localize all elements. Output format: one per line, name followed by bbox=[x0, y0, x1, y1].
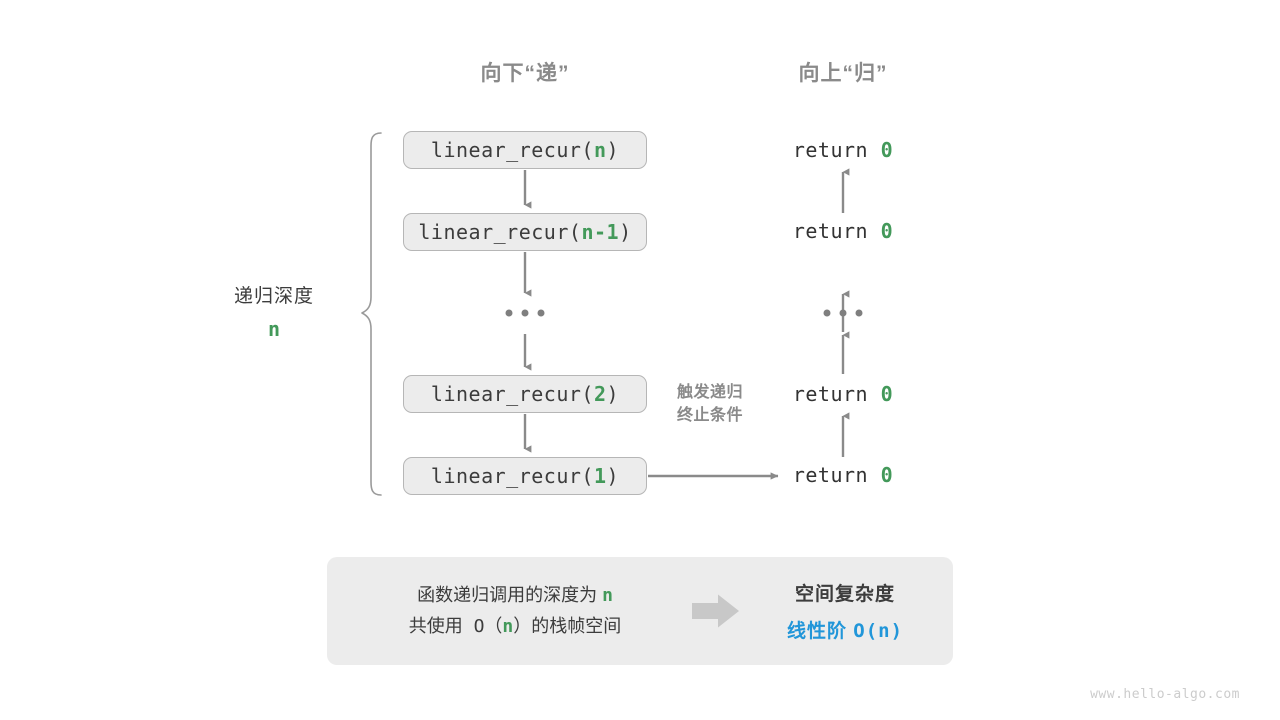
return-keyword: return bbox=[792, 382, 881, 406]
call-frame-box: linear_recur(n) bbox=[403, 131, 647, 169]
summary-line-2: 共使用 O（n）的栈帧空间 bbox=[353, 611, 677, 643]
recursion-depth-text: 递归深度 bbox=[233, 286, 315, 307]
summary-description: 函数递归调用的深度为 n 共使用 O（n）的栈帧空间 bbox=[327, 580, 677, 643]
call-frame-box: linear_recur(1) bbox=[403, 457, 647, 495]
summary-arrow-wrap bbox=[677, 594, 755, 628]
call-frame-prefix: linear_recur( bbox=[430, 382, 594, 406]
summary-line1-text: 函数递归调用的深度为 bbox=[417, 584, 603, 605]
call-frame-arg: 1 bbox=[593, 464, 607, 488]
base-case-note-line2: 终止条件 bbox=[676, 407, 744, 425]
summary-line-1: 函数递归调用的深度为 n bbox=[353, 580, 677, 612]
call-frame-prefix: linear_recur( bbox=[430, 464, 594, 488]
space-complexity-title: 空间复杂度 bbox=[794, 584, 895, 605]
return-value: 0 bbox=[880, 382, 894, 406]
summary-result: 空间复杂度 线性阶 O(n) bbox=[755, 579, 953, 643]
summary-line2-prefix: 共使用 O（ bbox=[408, 616, 503, 637]
complexity-order-expr: O(n) bbox=[853, 620, 904, 642]
call-frame-suffix: ) bbox=[606, 138, 620, 162]
column-header-recurse: 向下“递” bbox=[480, 62, 570, 85]
return-keyword: return bbox=[792, 463, 881, 487]
call-frame-suffix: ) bbox=[619, 220, 632, 244]
call-frame-box: linear_recur(n-1) bbox=[403, 213, 647, 251]
return-value: 0 bbox=[880, 219, 894, 243]
column-header-return: 向上“归” bbox=[798, 62, 888, 85]
call-frame-prefix: linear_recur( bbox=[430, 138, 594, 162]
return-value: 0 bbox=[880, 463, 894, 487]
return-keyword: return bbox=[792, 219, 881, 243]
summary-line1-highlight: n bbox=[602, 584, 613, 606]
call-frame-prefix: linear_recur( bbox=[418, 220, 582, 244]
recursion-depth-brace bbox=[361, 132, 382, 496]
return-label: return 0 bbox=[793, 138, 893, 162]
call-frame-arg: n-1 bbox=[581, 220, 620, 244]
recursion-depth-label: 递归深度 n bbox=[234, 281, 314, 341]
call-frame-suffix: ) bbox=[606, 382, 620, 406]
base-case-note: 触发递归 终止条件 bbox=[677, 381, 743, 427]
call-frame-suffix: ) bbox=[606, 464, 620, 488]
call-frame-arg: 2 bbox=[593, 382, 607, 406]
complexity-order-label: 线性阶 bbox=[786, 621, 854, 642]
summary-line2-suffix: ）的栈帧空间 bbox=[513, 616, 622, 636]
space-complexity-value: 线性阶 O(n) bbox=[755, 616, 935, 643]
base-case-note-line1: 触发递归 bbox=[676, 384, 744, 401]
return-keyword: return bbox=[792, 138, 881, 162]
return-label: return 0 bbox=[793, 219, 893, 243]
ellipsis-icon bbox=[505, 309, 545, 317]
call-frame-arg: n bbox=[593, 138, 607, 162]
recursion-depth-value: n bbox=[267, 317, 281, 341]
site-watermark: www.hello-algo.com bbox=[1090, 687, 1240, 702]
complexity-summary-panel: 函数递归调用的深度为 n 共使用 O（n）的栈帧空间 空间复杂度 线性阶 O(n… bbox=[327, 557, 953, 665]
return-label: return 0 bbox=[793, 463, 893, 487]
right-block-arrow-icon bbox=[692, 594, 739, 628]
return-value: 0 bbox=[880, 138, 894, 162]
ellipsis-icon bbox=[823, 309, 863, 317]
call-frame-box: linear_recur(2) bbox=[403, 375, 647, 413]
return-label: return 0 bbox=[793, 382, 893, 406]
summary-line2-highlight: n bbox=[502, 616, 514, 637]
